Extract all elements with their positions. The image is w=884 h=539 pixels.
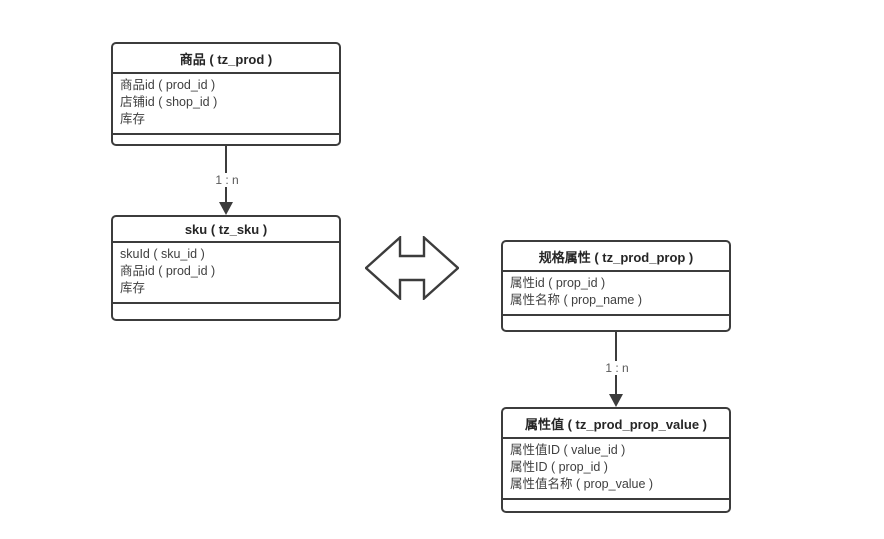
entity-sku-fields: skuId ( sku_id ) 商品id ( prod_id ) 库存 — [113, 243, 339, 304]
entity-sku-title: sku ( tz_sku ) — [113, 217, 339, 243]
entity-prod-prop[interactable]: 规格属性 ( tz_prod_prop ) 属性id ( prop_id ) 属… — [501, 240, 731, 332]
relation-prod-sku-arrowhead-icon — [219, 202, 233, 215]
entity-prop-value[interactable]: 属性值 ( tz_prod_prop_value ) 属性值ID ( value… — [501, 407, 731, 513]
entity-prod-title: 商品 ( tz_prod ) — [113, 44, 339, 74]
entity-prod-prop-field-prop-id: 属性id ( prop_id ) — [510, 276, 606, 290]
entity-sku[interactable]: sku ( tz_sku ) skuId ( sku_id ) 商品id ( p… — [111, 215, 341, 321]
entity-prop-value-footer — [503, 500, 729, 524]
entity-prop-value-field-prop-id: 属性ID ( prop_id ) — [510, 460, 608, 474]
entity-prop-value-fields: 属性值ID ( value_id ) 属性ID ( prop_id ) 属性值名… — [503, 439, 729, 500]
entity-prod-field-prod-id: 商品id ( prod_id ) — [120, 78, 216, 92]
entity-sku-field-stock: 库存 — [120, 281, 146, 295]
entity-prod-field-shop-id: 店铺id ( shop_id ) — [120, 95, 218, 109]
relation-prop-value-arrowhead-icon — [609, 394, 623, 407]
entity-sku-footer — [113, 304, 339, 328]
relation-prop-value-cardinality-label: 1 : n — [602, 361, 632, 375]
bidirectional-arrow-icon[interactable] — [365, 236, 459, 300]
entity-prod-fields: 商品id ( prod_id ) 店铺id ( shop_id ) 库存 — [113, 74, 339, 135]
relation-prod-sku-cardinality-label: 1 : n — [212, 173, 242, 187]
entity-prod[interactable]: 商品 ( tz_prod ) 商品id ( prod_id ) 店铺id ( s… — [111, 42, 341, 146]
entity-prod-field-stock: 库存 — [120, 112, 146, 126]
entity-prod-prop-field-prop-name: 属性名称 ( prop_name ) — [510, 293, 642, 307]
entity-sku-field-prod-id: 商品id ( prod_id ) — [120, 264, 216, 278]
entity-prod-prop-title: 规格属性 ( tz_prod_prop ) — [503, 242, 729, 272]
entity-prop-value-field-prop-value: 属性值名称 ( prop_value ) — [510, 477, 654, 491]
entity-sku-field-sku-id: skuId ( sku_id ) — [120, 247, 205, 261]
entity-prop-value-field-value-id: 属性值ID ( value_id ) — [510, 443, 626, 457]
entity-prod-prop-fields: 属性id ( prop_id ) 属性名称 ( prop_name ) — [503, 272, 729, 316]
entity-prop-value-title: 属性值 ( tz_prod_prop_value ) — [503, 409, 729, 439]
